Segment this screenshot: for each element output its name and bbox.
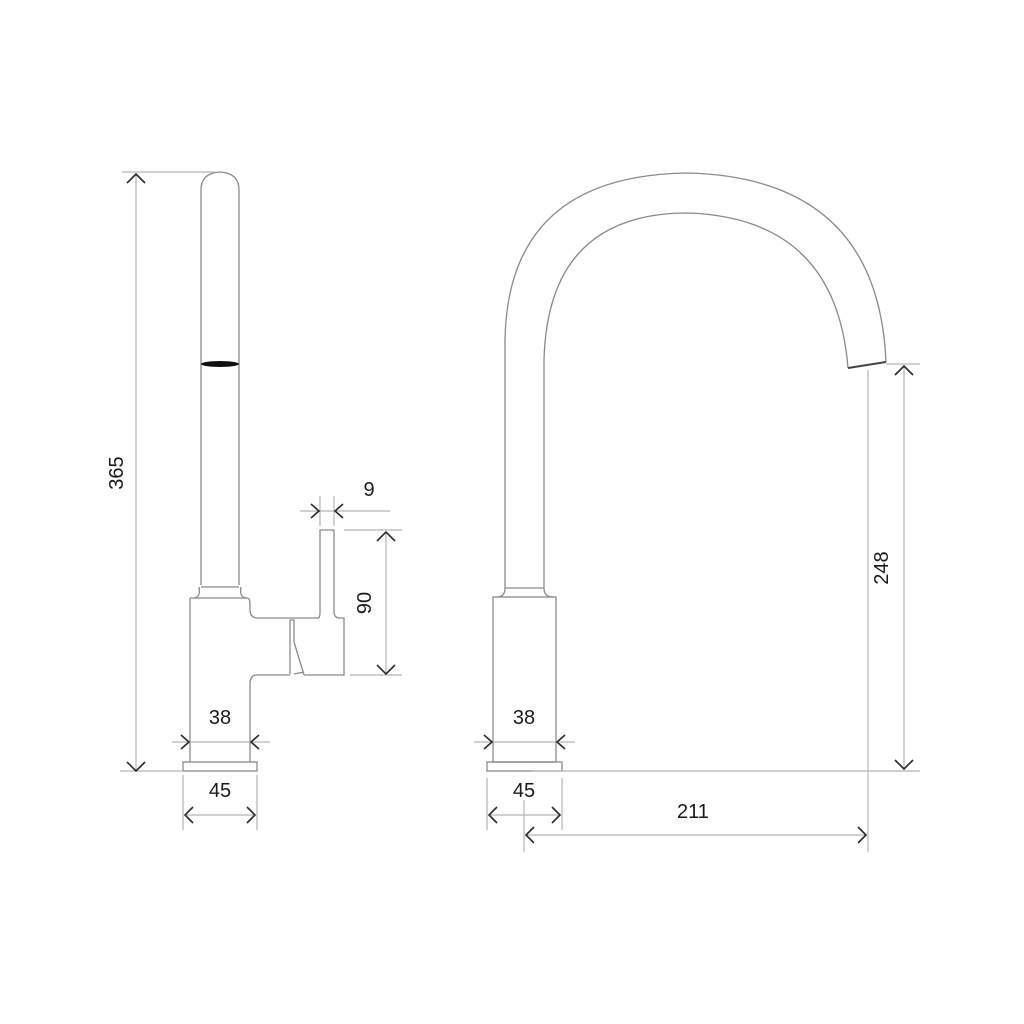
front-spout-inner (543, 212, 849, 588)
dim-body-diameter-side: 38 (209, 707, 231, 729)
front-spout-outer (504, 172, 887, 588)
side-body (189, 529, 345, 762)
dim-base-diameter-side: 45 (209, 780, 231, 802)
dim-handle-thickness: 9 (363, 479, 374, 501)
dim-spout-reach: 211 (677, 801, 709, 823)
dim-handle-height: 90 (354, 592, 376, 614)
side-spout-tube (200, 171, 240, 585)
front-body (492, 596, 557, 763)
front-view (486, 172, 887, 772)
side-view (182, 171, 345, 772)
side-view-dimensions: 365 9 90 38 45 (106, 171, 402, 830)
dim-spout-height: 248 (871, 551, 893, 584)
dim-base-diameter-front: 45 (513, 780, 535, 802)
front-view-dimensions: 38 45 211 248 (474, 363, 920, 852)
dim-body-diameter-front: 38 (513, 707, 535, 729)
side-collar (192, 586, 248, 599)
front-collar (496, 587, 554, 598)
side-base-plinth (182, 761, 258, 772)
front-base-plinth (486, 761, 563, 772)
dim-overall-height: 365 (106, 456, 128, 489)
spout-tip (847, 361, 887, 369)
aerator-mark (201, 361, 239, 367)
